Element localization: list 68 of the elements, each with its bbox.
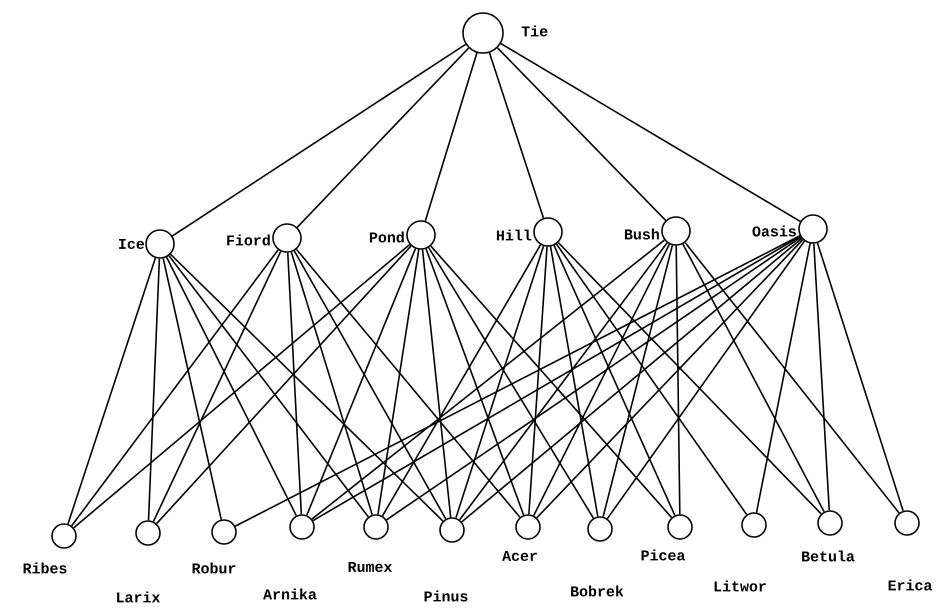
connector-line xyxy=(425,248,524,516)
node-label: Rumex xyxy=(348,562,392,572)
connector-line xyxy=(556,244,748,515)
connector-line xyxy=(382,244,542,516)
connector-line xyxy=(67,258,156,524)
node-label: Acer xyxy=(502,551,537,561)
connector-line xyxy=(459,242,668,520)
node-label: Erica xyxy=(888,580,932,590)
node-label: Picea xyxy=(642,550,686,560)
connector-line xyxy=(156,245,412,524)
connector-line xyxy=(294,250,446,520)
connector-line xyxy=(756,243,811,513)
node-label: Robur xyxy=(192,562,236,574)
node-label: Tie xyxy=(522,26,548,36)
node-label: Larix xyxy=(117,592,160,602)
connector-line xyxy=(296,47,470,228)
connector-line xyxy=(606,240,806,520)
node-label: Betula xyxy=(802,550,855,562)
connector-line xyxy=(73,244,410,528)
connector-line xyxy=(553,245,676,516)
connector-line xyxy=(148,258,160,520)
connector-line xyxy=(296,248,520,518)
connector-line xyxy=(558,242,822,514)
node-label: Pinus xyxy=(424,590,468,602)
connector-line xyxy=(684,242,900,514)
node-label: Hill xyxy=(496,230,532,240)
connector-line xyxy=(235,235,800,527)
connector-line xyxy=(312,240,665,520)
connector-line xyxy=(813,244,830,510)
node-label: Arnika xyxy=(263,588,317,600)
connector-line xyxy=(488,52,544,218)
connector-line xyxy=(71,249,279,526)
node-label: Oasis xyxy=(752,226,796,236)
connector-line xyxy=(377,250,420,514)
connector-line xyxy=(550,246,599,517)
connector-line xyxy=(170,254,444,522)
connector-line xyxy=(602,245,674,517)
node-label: Ice xyxy=(119,239,144,249)
node-label: Ribes xyxy=(24,562,66,574)
connector-line xyxy=(386,236,802,520)
connector-line xyxy=(816,242,904,512)
connector-line xyxy=(536,239,804,518)
connector-line xyxy=(528,246,548,514)
node-label: Litwor xyxy=(714,580,766,592)
connector-line xyxy=(533,244,670,516)
node-label: Bush xyxy=(624,228,659,240)
node-label: Fiord xyxy=(227,234,270,246)
connector-line xyxy=(496,47,666,221)
connector-line xyxy=(682,244,825,512)
connector-line xyxy=(152,251,282,522)
connector-line xyxy=(290,252,373,515)
connector-line xyxy=(422,250,452,518)
connector-line xyxy=(461,238,802,522)
connector-line xyxy=(312,236,801,522)
connector-line xyxy=(162,258,222,520)
node-label: Pond xyxy=(370,232,404,242)
node-label: Bobrek xyxy=(571,586,624,596)
connector-line xyxy=(428,247,594,518)
connector-line xyxy=(424,52,478,222)
connector-line xyxy=(500,42,801,222)
connector-line xyxy=(286,252,302,514)
connector-line xyxy=(455,246,544,518)
connector-line xyxy=(168,255,369,518)
connector-line xyxy=(430,246,672,518)
connector-line xyxy=(306,248,416,516)
connector-line xyxy=(172,44,466,237)
connector-line xyxy=(166,256,297,516)
connector-line xyxy=(675,246,681,514)
